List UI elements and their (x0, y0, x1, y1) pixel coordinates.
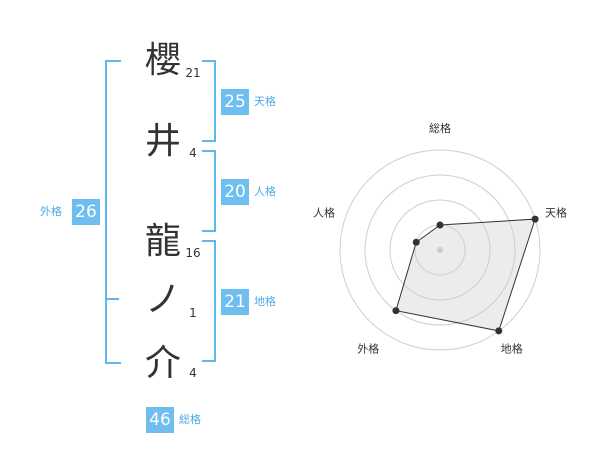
radar-center (437, 247, 443, 253)
jinkaku-label: 人格 (254, 185, 276, 198)
chikaku-label: 地格 (254, 295, 276, 308)
name-char-5: 介 (144, 343, 181, 384)
gaikaku-value: 26 (72, 199, 100, 225)
name-char-1: 櫻 (144, 40, 181, 81)
radar-axis-label-3: 地格 (501, 342, 523, 356)
stroke-count-1: 21 (185, 66, 201, 80)
jinkaku-bracket (202, 150, 216, 232)
radar-point-2 (531, 215, 539, 223)
soukaku-value: 46 (146, 407, 174, 433)
radar-ring (389, 199, 491, 301)
stroke-count-4: 1 (189, 306, 197, 320)
jinkaku-value: 20 (221, 179, 249, 205)
gaikaku-bracket-tick (105, 298, 119, 300)
radar-axis-label-5: 人格 (313, 205, 335, 219)
gaikaku-bracket (105, 60, 121, 364)
radar-point-5 (412, 238, 420, 246)
stroke-count-2: 4 (189, 146, 197, 160)
radar-axis-label-2: 天格 (545, 205, 567, 219)
radar-value-polygon (395, 218, 536, 332)
name-char-4: ノ (144, 279, 181, 320)
radar-point-1 (436, 221, 444, 229)
tenkaku-bracket (202, 60, 216, 142)
tenkaku-value: 25 (221, 89, 249, 115)
tenkaku-label: 天格 (254, 95, 276, 108)
soukaku-label: 総格 (179, 413, 201, 426)
radar-ring (339, 149, 541, 351)
gaikaku-label: 外格 (40, 205, 62, 218)
chikaku-bracket (202, 240, 216, 362)
name-char-2: 井 (144, 121, 181, 162)
chikaku-value: 21 (221, 289, 249, 315)
name-char-3: 龍 (144, 221, 181, 262)
radar-point-3 (495, 327, 503, 335)
radar-point-4 (392, 307, 400, 315)
stroke-count-5: 4 (189, 366, 197, 380)
stroke-count-3: 16 (185, 246, 201, 260)
radar-axis-label-4: 外格 (357, 342, 379, 356)
radar-axis-label-1: 総格 (429, 121, 451, 135)
radar-ring (364, 174, 516, 326)
